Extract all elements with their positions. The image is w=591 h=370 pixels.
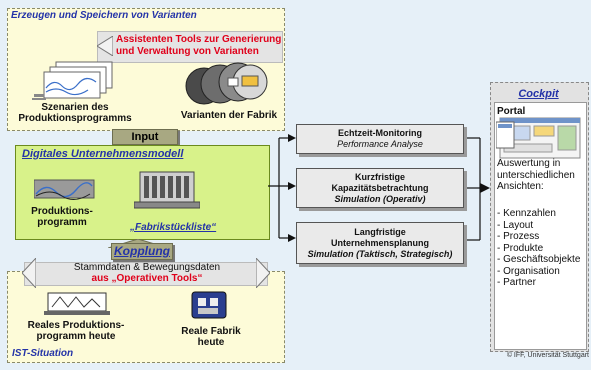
ist-situation-area <box>7 271 285 363</box>
list-item: - Organisation <box>497 265 560 277</box>
stammdaten-label-1: Stammdaten & Bewegungsdaten <box>73 262 221 273</box>
assistenten-label-1: Assistenten Tools zur Generierung <box>116 34 282 45</box>
portal-label: Portal <box>497 106 526 117</box>
fabrikstueckliste-icon <box>133 168 201 215</box>
list-item: - Geschäftsobjekte <box>497 254 581 265</box>
fabrik-varianten-icon <box>184 62 270 111</box>
input-tag: Input <box>112 129 178 145</box>
assistenten-label-2: und Verwaltung von Varianten <box>116 46 259 57</box>
varianten-title: Erzeugen und Speichern von Varianten <box>11 10 197 21</box>
reale-fabrik-label: Reale Fabrik heute <box>181 326 241 348</box>
unternehmensmodell-title: Digitales Unternehmensmodell <box>22 148 184 160</box>
reales-programm-icon <box>44 291 110 322</box>
produktionsprogramm-icon <box>33 176 96 207</box>
process-echtzeit-monitoring: Echtzeit-Monitoring Performance Analyse <box>296 124 464 154</box>
list-item: - Produkte <box>497 242 544 254</box>
ist-situation-title: IST-Situation <box>12 348 74 359</box>
cockpit-title: Cockpit <box>518 88 559 100</box>
copyright-note: © IFF, Universität Stuttgart <box>506 352 589 359</box>
list-item: - Partner <box>497 277 536 288</box>
process-langfristige-planung: Langfristige Unternehmensplanung Simulat… <box>296 222 464 264</box>
cockpit-description: Auswertung in unterschiedlichen Ansichte… <box>497 158 575 192</box>
stammdaten-label-2: aus „Operativen Tools“ <box>91 273 203 284</box>
kopplung-tag: Kopplung <box>111 243 173 260</box>
stammdaten-box <box>24 262 268 286</box>
list-item: - Layout <box>497 219 534 231</box>
produktionsprogramm-label: Produktions- programm <box>31 206 93 228</box>
reale-fabrik-icon <box>190 288 230 327</box>
cockpit-items: - Kennzahlen - Layout - Prozess - Produk… <box>497 208 589 289</box>
szenarien-label: Szenarien des Produktionsprogramms <box>18 102 132 124</box>
szenarien-docs-icon <box>32 60 116 109</box>
list-item: - Kennzahlen <box>497 208 556 219</box>
process-kurzfristige-kapazitaet: Kurzfristige Kapazitätsbetrachtung Simul… <box>296 168 464 208</box>
stammdaten-right-arrow <box>255 256 271 293</box>
reales-programm-label: Reales Produktions- programm heute <box>27 320 125 342</box>
fabrik-varianten-label: Varianten der Fabrik <box>180 110 278 121</box>
fabrikstueckliste-label: „Fabrikstückliste“ <box>130 222 217 233</box>
list-item: - Prozess <box>497 231 540 242</box>
assistenten-tools-box <box>97 31 283 63</box>
portal-screenshots-icon <box>495 116 586 167</box>
